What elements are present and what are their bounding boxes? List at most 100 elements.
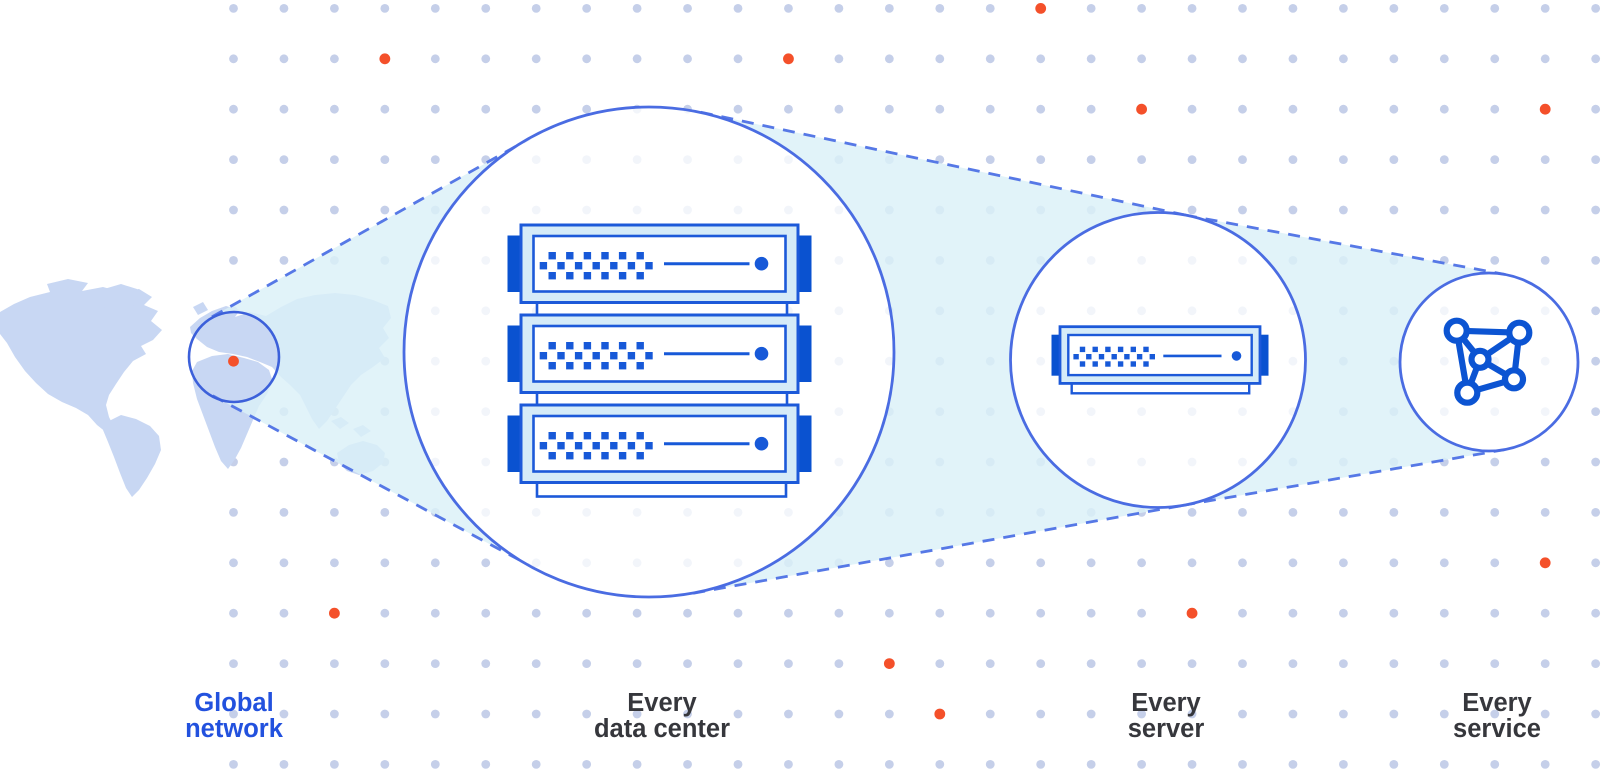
- grid-dot: [1490, 155, 1500, 165]
- server-led-square: [566, 452, 574, 460]
- server-led-square: [1092, 346, 1098, 353]
- grid-dot: [481, 104, 491, 114]
- grid-dot: [229, 709, 238, 719]
- grid-dot: [1591, 608, 1601, 618]
- grid-dot: [1086, 155, 1096, 165]
- grid-dot: [884, 104, 894, 114]
- grid-dot: [1439, 104, 1449, 114]
- grid-dot: [1490, 54, 1500, 64]
- server-led-square: [548, 362, 556, 370]
- grid-dot: [1238, 608, 1247, 618]
- mesh-node: [1443, 317, 1470, 344]
- grid-dot: [1187, 3, 1197, 13]
- grid-dot: [985, 104, 995, 114]
- grid-dot: [1238, 709, 1247, 719]
- grid-dot: [1439, 3, 1449, 13]
- server-led-square: [1143, 346, 1149, 353]
- caption-line: server: [1128, 715, 1205, 743]
- grid-dot: [531, 760, 541, 769]
- grid-dot: [1288, 558, 1298, 568]
- grid-dot: [632, 3, 642, 13]
- grid-dot: [1540, 54, 1550, 64]
- server-led-square: [618, 452, 627, 460]
- grid-dot: [380, 205, 390, 215]
- server-led-square: [1136, 354, 1143, 360]
- grid-dot: [1036, 104, 1046, 114]
- grid-dot: [935, 760, 945, 769]
- grid-dot: [1137, 760, 1146, 769]
- grid-dot: [1036, 608, 1046, 618]
- server-led-square: [618, 362, 627, 370]
- grid-dot: [1339, 608, 1348, 618]
- grid-dot: [935, 558, 945, 568]
- grid-dot: [1187, 709, 1197, 719]
- grid-dot: [1238, 155, 1247, 165]
- server-led-square: [574, 442, 583, 450]
- grid-dot: [935, 608, 945, 618]
- grid-dot: [683, 659, 692, 668]
- grid-dot: [229, 608, 238, 618]
- grid-dot: [229, 104, 238, 114]
- grid-dot: [884, 608, 894, 618]
- grid-dot: [279, 709, 289, 719]
- grid-dot: [531, 3, 541, 13]
- grid-dot: [784, 104, 793, 114]
- grid-dot: [1389, 3, 1399, 13]
- grid-dot: [1591, 3, 1601, 13]
- grid-dot: [1137, 54, 1146, 64]
- grid-dot: [733, 709, 743, 719]
- grid-dot: [481, 3, 491, 13]
- grid-dot: [279, 3, 289, 13]
- server-led-square: [557, 442, 565, 450]
- grid-dot: [1187, 205, 1197, 215]
- server-led-square: [548, 432, 556, 440]
- grid-dot: [784, 608, 793, 618]
- grid-dot: [1036, 54, 1046, 64]
- mesh-node: [1501, 367, 1527, 392]
- grid-dot: [683, 709, 692, 719]
- grid-dot: [582, 3, 592, 13]
- mesh-network-icon: [1443, 317, 1533, 406]
- grid-dot: [330, 3, 339, 13]
- grid-dot: [985, 3, 995, 13]
- grid-dot: [531, 104, 541, 114]
- grid-dot: [1591, 760, 1601, 769]
- grid-dot: [784, 760, 793, 769]
- grid-dot: [1591, 205, 1601, 215]
- server-led-square: [566, 362, 574, 370]
- grid-dot: [481, 558, 491, 568]
- caption-line: data center: [594, 715, 730, 743]
- server-led-square: [548, 252, 556, 260]
- grid-dot: [1036, 709, 1046, 719]
- server-led-square: [1086, 354, 1092, 360]
- server-led-square: [583, 362, 592, 370]
- server-led-square: [618, 272, 627, 280]
- grid-dot: [481, 54, 491, 64]
- orange-accent-dot: [329, 607, 340, 619]
- grid-dot: [1490, 3, 1500, 13]
- orange-accent-dot: [783, 53, 794, 65]
- grid-dot: [1389, 659, 1399, 668]
- grid-dot: [481, 659, 491, 668]
- grid-dot: [1187, 104, 1197, 114]
- server-led-square: [1149, 354, 1155, 360]
- grid-dot: [1439, 155, 1449, 165]
- grid-dot: [1137, 3, 1146, 13]
- dashed-line: [211, 137, 531, 319]
- server-led-square: [627, 352, 636, 360]
- grid-dot: [683, 608, 692, 618]
- grid-dot: [279, 256, 289, 265]
- grid-dot: [330, 659, 339, 668]
- grid-dot: [380, 760, 390, 769]
- orange-accent-dot: [379, 53, 391, 65]
- grid-dot: [582, 760, 592, 769]
- grid-dot: [683, 760, 692, 769]
- grid-dot: [1591, 659, 1601, 668]
- grid-dot: [430, 155, 440, 165]
- grid-dot: [1339, 558, 1348, 568]
- grid-dot: [531, 54, 541, 64]
- server-unit-face: [1067, 333, 1253, 377]
- server-led-square: [1105, 346, 1111, 353]
- grid-dot: [1439, 608, 1449, 618]
